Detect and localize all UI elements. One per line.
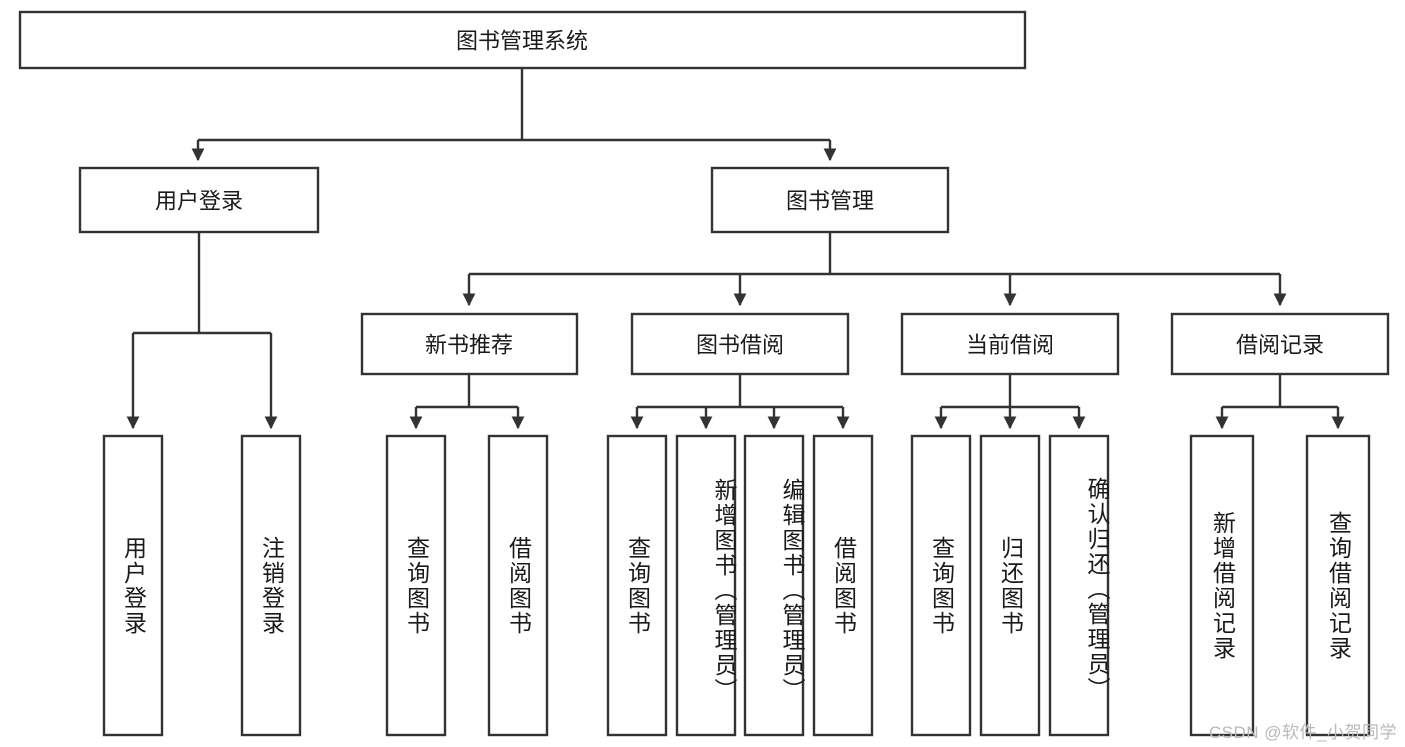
leaf-boxes-user-login (102, 434, 302, 737)
leaf-box[interactable] (1189, 434, 1255, 737)
connector-book-borrow-to-leaves (630, 374, 850, 430)
node-book-management-label: 图书管理 (786, 189, 874, 214)
leaf-boxes-current-borrow (910, 434, 1110, 737)
node-borrow-record[interactable]: 借阅记录 (1170, 312, 1390, 376)
leaf-box[interactable] (487, 434, 549, 737)
leaf-boxes-borrow-record (1189, 434, 1371, 737)
leaf-boxes-new-book-recommend (385, 434, 549, 737)
connector-new-book-to-leaves (409, 374, 525, 430)
connector-root-to-level2 (191, 68, 837, 162)
node-book-management[interactable]: 图书管理 (710, 166, 950, 234)
connector-borrow-record-to-leaves (1215, 374, 1345, 430)
leaf-box[interactable] (102, 434, 164, 737)
leaf-box[interactable] (675, 434, 737, 737)
node-user-login-label: 用户登录 (155, 189, 243, 214)
connector-user-login-to-leaves (126, 232, 278, 430)
leaf-box[interactable] (240, 434, 302, 737)
leaf-box[interactable] (1305, 434, 1371, 737)
node-root-system[interactable]: 图书管理系统 (18, 10, 1027, 70)
leaf-boxes-book-borrow (606, 434, 874, 737)
csdn-watermark: CSDN @软件_小贺同学 (1208, 723, 1397, 742)
node-current-borrow-label: 当前借阅 (966, 333, 1054, 358)
leaf-box[interactable] (606, 434, 668, 737)
node-book-borrow[interactable]: 图书借阅 (630, 312, 850, 376)
node-root-label: 图书管理系统 (456, 29, 588, 54)
node-current-borrow[interactable]: 当前借阅 (900, 312, 1120, 376)
node-borrow-record-label: 借阅记录 (1236, 333, 1324, 358)
leaf-box[interactable] (812, 434, 874, 737)
leaf-box[interactable] (385, 434, 447, 737)
leaf-box[interactable] (979, 434, 1041, 737)
leaf-box[interactable] (910, 434, 972, 737)
node-new-book-recommend[interactable]: 新书推荐 (360, 312, 579, 376)
leaf-box[interactable] (1048, 434, 1110, 737)
node-new-book-recommend-label: 新书推荐 (425, 333, 513, 358)
connector-book-mgmt-to-level3 (462, 232, 1287, 307)
connector-current-borrow-to-leaves (934, 374, 1086, 430)
node-user-login[interactable]: 用户登录 (78, 166, 320, 234)
node-book-borrow-label: 图书借阅 (696, 333, 784, 358)
leaf-box[interactable] (743, 434, 805, 737)
